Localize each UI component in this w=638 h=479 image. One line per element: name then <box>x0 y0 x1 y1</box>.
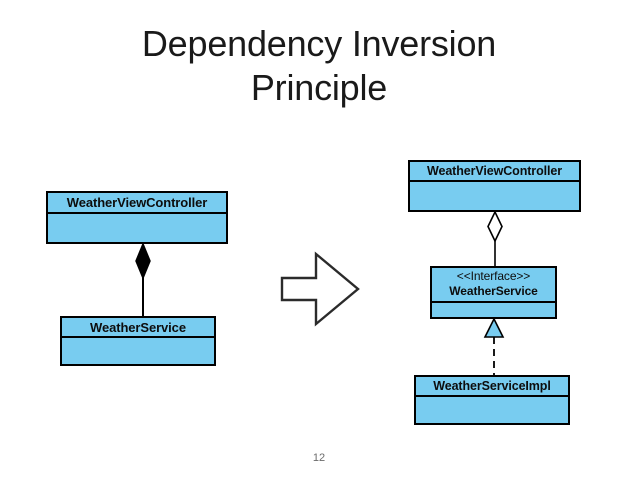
hollow-diamond-icon <box>487 211 503 243</box>
hollow-triangle-icon <box>483 318 505 338</box>
uml-class-members <box>62 338 214 364</box>
page-title: Dependency Inversion Principle <box>141 23 497 108</box>
uml-class-weatherserviceimpl[interactable]: WeatherServiceImpl <box>414 375 570 425</box>
uml-class-weatherservice-interface[interactable]: <<Interface>> WeatherService <box>430 266 557 319</box>
uml-class-members <box>416 397 568 423</box>
aggregation-connector-after <box>487 211 503 267</box>
uml-class-members <box>48 214 226 242</box>
uml-class-weatherservice-before[interactable]: WeatherService <box>60 316 216 366</box>
uml-class-name: WeatherService <box>62 318 214 338</box>
uml-class-name: WeatherViewController <box>48 193 226 214</box>
uml-class-name: WeatherService <box>449 284 538 298</box>
uml-stereotype: <<Interface>> <box>456 269 531 283</box>
uml-class-members <box>432 303 555 317</box>
right-block-arrow-icon <box>280 251 360 327</box>
uml-class-name: WeatherServiceImpl <box>416 377 568 397</box>
filled-diamond-icon <box>135 244 151 280</box>
realization-connector-after <box>483 318 505 377</box>
page-number: 12 <box>312 452 326 464</box>
uml-class-weatherviewcontroller-before[interactable]: WeatherViewController <box>46 191 228 244</box>
uml-class-weatherviewcontroller-after[interactable]: WeatherViewController <box>408 160 581 212</box>
uml-class-members <box>410 182 579 210</box>
uml-class-name: WeatherViewController <box>410 162 579 182</box>
composition-connector-before <box>135 244 151 317</box>
uml-class-header: <<Interface>> WeatherService <box>432 268 555 303</box>
